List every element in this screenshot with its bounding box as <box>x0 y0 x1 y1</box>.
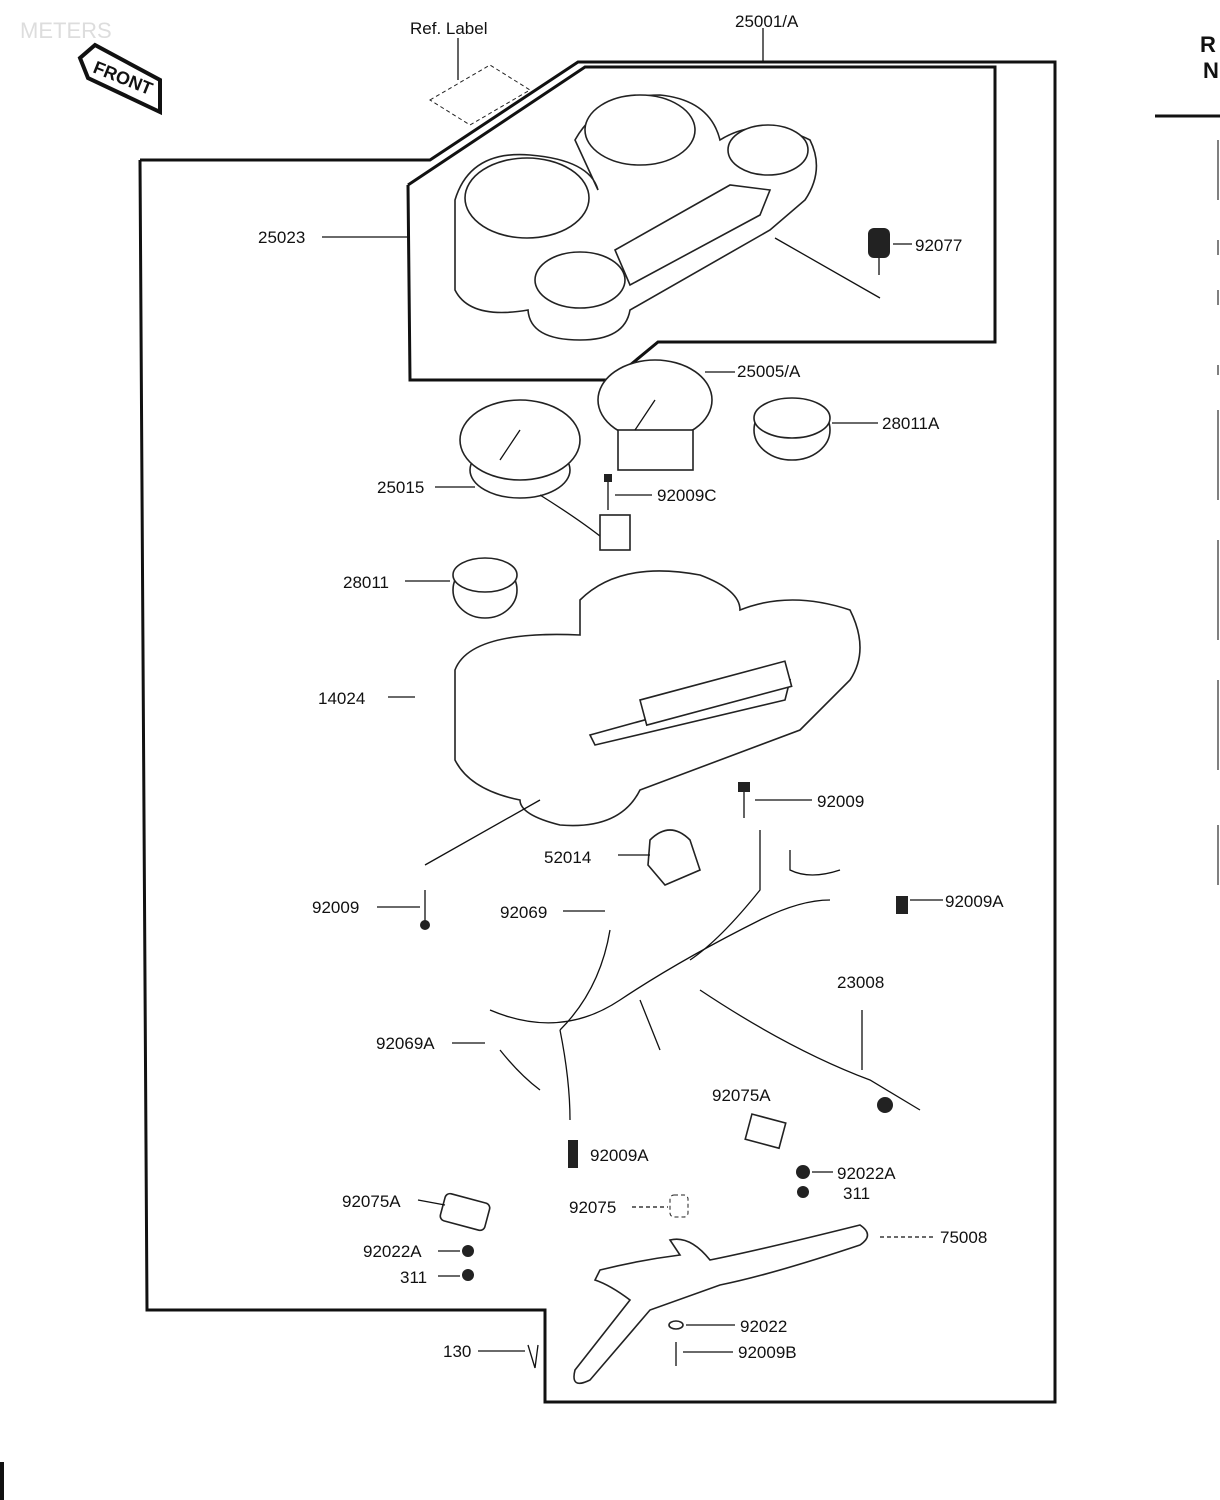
label-92009A-right: 92009A <box>945 892 1004 911</box>
gauge-28011A <box>753 397 831 461</box>
label-25023: 25023 <box>258 228 305 247</box>
clamp-92075A-left <box>439 1192 491 1232</box>
label-28011A: 28011A <box>882 414 940 433</box>
nut-92022A-right <box>796 1165 810 1198</box>
label-130: 130 <box>443 1342 471 1361</box>
speedometer-gauge <box>459 399 631 551</box>
label-92075A-left: 92075A <box>342 1192 401 1211</box>
screw-92009A-lower <box>568 1140 578 1168</box>
washer-92022 <box>668 1320 684 1330</box>
label-92075A-right: 92075A <box>712 1086 771 1105</box>
section-title: METERS <box>20 18 112 43</box>
label-92022A-left: 92022A <box>363 1242 422 1261</box>
gauge-28011 <box>452 557 518 619</box>
ref-label-sticker <box>429 64 531 126</box>
screw-92009-left <box>420 890 430 930</box>
tachometer-gauge <box>597 359 713 471</box>
label-92009C: 92009C <box>657 486 717 505</box>
meter-cover <box>454 94 818 341</box>
label-75008: 75008 <box>940 1228 987 1247</box>
label-52014: 52014 <box>544 848 591 867</box>
label-92075: 92075 <box>569 1198 616 1217</box>
label-92069A: 92069A <box>376 1034 435 1053</box>
label-23008: 23008 <box>837 973 884 992</box>
label-92009A-lower: 92009A <box>590 1146 649 1165</box>
meter-case <box>454 570 861 827</box>
label-311-left: 311 <box>400 1268 427 1287</box>
label-311-right: 311 <box>843 1184 870 1203</box>
screw-92009A-right <box>896 896 908 914</box>
front-arrow-icon: FRONT <box>77 42 162 116</box>
assembly-outline <box>138 60 1057 1404</box>
label-92009B: 92009B <box>738 1343 797 1362</box>
label-28011: 28011 <box>343 573 389 592</box>
label-92022: 92022 <box>740 1317 787 1336</box>
column-header-n: N <box>1203 58 1219 83</box>
meter-bracket <box>573 1224 869 1385</box>
label-25001A: 25001/A <box>735 12 799 31</box>
bracket-52014 <box>647 829 701 886</box>
nut-92022A-left <box>462 1245 474 1281</box>
screw-92009-right <box>738 782 750 818</box>
label-25005A: 25005/A <box>737 362 801 381</box>
label-92009-left: 92009 <box>312 898 359 917</box>
label-92069: 92069 <box>500 903 547 922</box>
clamp-92075A-right <box>744 1113 787 1150</box>
screw-92009C <box>604 474 612 510</box>
label-92077: 92077 <box>915 236 962 255</box>
label-ref-label: Ref. Label <box>410 19 488 38</box>
clip-130 <box>527 1344 539 1369</box>
page-edge-mark <box>0 1462 4 1500</box>
label-92022A-right: 92022A <box>837 1164 896 1183</box>
clamp-92075 <box>669 1194 689 1218</box>
label-92009-right: 92009 <box>817 792 864 811</box>
wiring-harness <box>489 830 921 1121</box>
grommet-icon <box>868 228 890 275</box>
label-14024: 14024 <box>318 689 365 708</box>
meter-assembly-box <box>406 65 997 382</box>
label-25015: 25015 <box>377 478 424 497</box>
column-header-r: R <box>1200 32 1216 57</box>
